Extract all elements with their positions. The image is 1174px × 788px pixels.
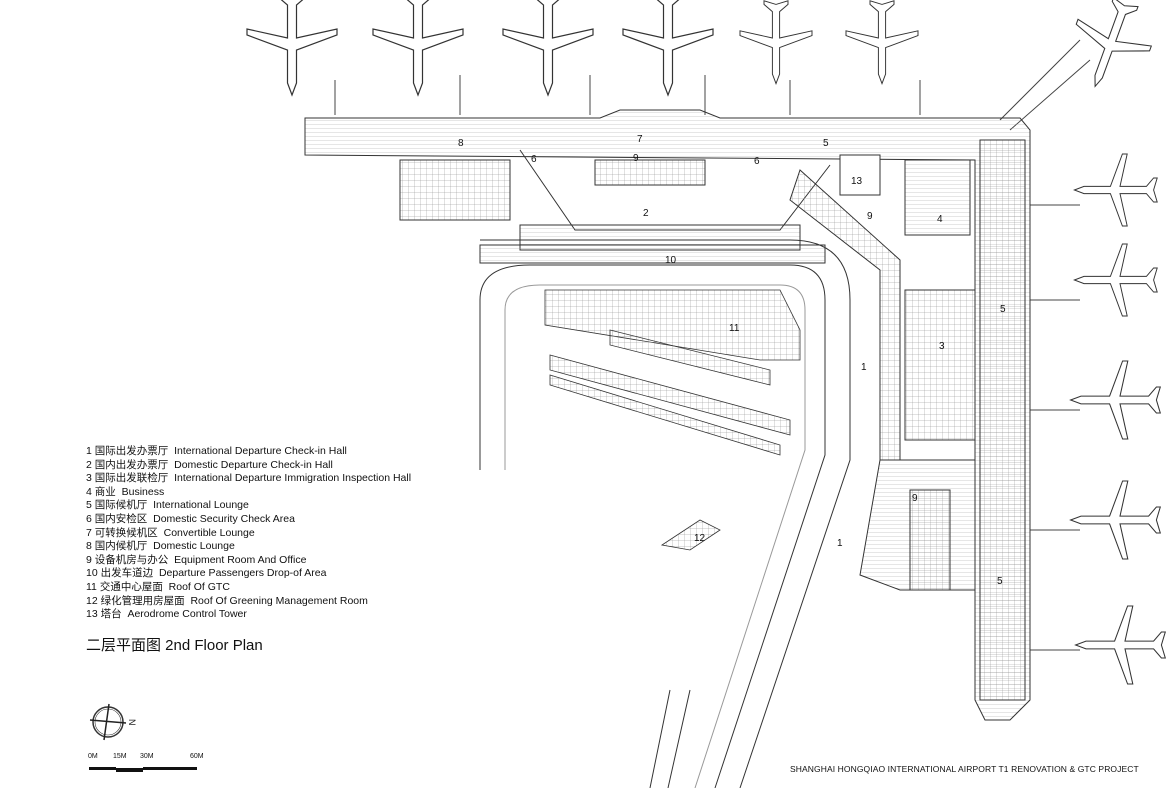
legend: 1 国际出发办票厅 International Departure Check-… [86,445,411,622]
plan-label: 11 [729,323,740,334]
legend-item: 1 国际出发办票厅 International Departure Check-… [86,445,347,457]
plan-label: 1 [861,362,867,373]
plan-label: 10 [665,255,677,266]
plan-label: 1 [837,538,843,549]
legend-item: 12 绿化管理用房屋面 Roof Of Greening Management … [86,594,368,607]
plan-label: 3 [939,341,945,352]
legend-item: 3 国际出发联检厅 International Departure Immigr… [86,472,412,485]
legend-item: 4 商业 Business [86,485,165,498]
legend-item: 7 可转换候机区 Convertible Lounge [86,526,255,539]
plan-label: 9 [912,493,918,504]
legend-item: 9 设备机房与办公 Equipment Room And Office [86,553,307,566]
jet-bridges [334,39,1091,651]
plan-label: 2 [643,208,649,219]
legend-item: 2 国内出发办票厅 Domestic Departure Check-in Ha… [86,458,333,471]
north-arrow-icon: N [89,703,137,741]
plan-label: 5 [997,576,1003,587]
legend-item: 5 国际候机厅 International Lounge [86,499,249,512]
departure-road [479,239,851,788]
plan-label: 9 [633,153,639,164]
north-label: N [127,719,137,726]
plan-label: 8 [458,138,464,149]
plan-label: 4 [937,214,943,225]
scale-label: 15M [113,753,127,760]
legend-item: 11 交通中心屋面 Roof Of GTC [86,580,230,593]
plan-label: 6 [531,154,537,165]
plan-labels: 8 7 5 6 9 6 13 2 9 4 10 5 11 3 1 9 1 12 … [458,134,1006,587]
aircraft-right-column [1070,153,1166,685]
legend-item: 10 出发车道边 Departure Passengers Drop-of Ar… [86,567,327,580]
scale-bar [89,767,197,772]
plan-label: 7 [637,134,643,145]
legend-item: 8 国内候机厅 Domestic Lounge [86,540,235,553]
plan-label: 9 [867,211,873,222]
gtc-roof [544,289,801,456]
scale-label: 0M [88,753,98,760]
legend-item: 13 塔台 Aerodrome Control Tower [86,608,247,621]
plan-label: 13 [851,176,863,187]
plan-label: 6 [754,156,760,167]
scale-label: 30M [140,753,154,760]
plan-label: 5 [1000,304,1006,315]
plan-label: 12 [694,533,706,544]
plan-label: 5 [823,138,829,149]
greening-room-roof [660,519,721,551]
project-title: SHANGHAI HONGQIAO INTERNATIONAL AIRPORT … [790,764,1139,774]
legend-item: 6 国内安检区 Domestic Security Check Area [86,512,295,525]
scale-label: 60M [190,753,204,760]
plan-title: 二层平面图 2nd Floor Plan [86,637,263,654]
